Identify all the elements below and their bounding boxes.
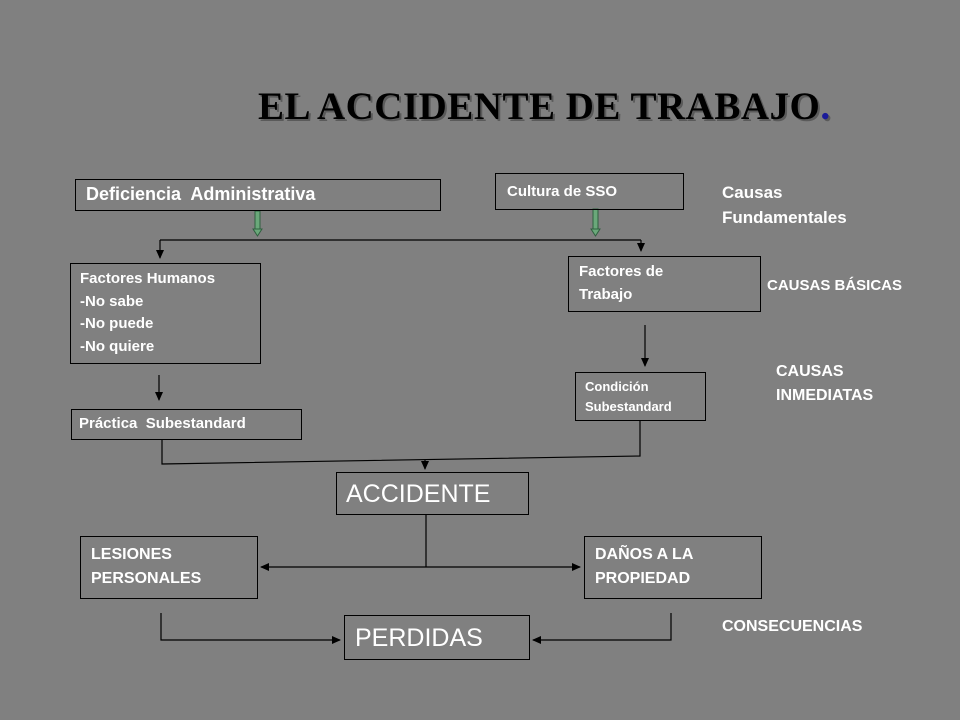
green-arrow-left: [252, 210, 263, 237]
box-deficiencia-label: Deficiencia Administrativa: [86, 184, 316, 204]
factors-branch-connector: [156, 239, 645, 259]
box-practica-subestandard: Práctica Subestandard: [71, 409, 302, 440]
box-deficiencia-administrativa: Deficiencia Administrativa: [75, 179, 441, 211]
label-causas-basicas: CAUSAS BÁSICAS: [767, 277, 903, 294]
box-accidente: ACCIDENTE: [336, 472, 529, 515]
box-factores-trabajo: Factores de Trabajo: [568, 256, 761, 312]
box-condicion-subestandard: Condición Subestandard: [575, 372, 706, 421]
box-danos-propiedad: DAÑOS A LA PROPIEDAD: [584, 536, 762, 599]
label-consecuencias: CONSECUENCIAS: [722, 618, 863, 635]
converge-to-accidente-connector: [161, 421, 641, 470]
green-arrow-right: [590, 208, 601, 237]
page-title: EL ACCIDENTE DE TRABAJO.: [258, 85, 831, 128]
box-practica-label: Práctica Subestandard: [79, 415, 246, 432]
box-perdidas-label: PERDIDAS: [355, 624, 483, 652]
box-cultura-sso: Cultura de SSO: [495, 173, 684, 210]
box-accidente-label: ACCIDENTE: [346, 480, 491, 508]
accidente-split-connector: [260, 514, 581, 571]
title-dot: .: [820, 85, 831, 128]
box-cultura-label: Cultura de SSO: [507, 183, 618, 200]
label-causas-inmediatas: CAUSAS INMEDIATAS: [776, 363, 874, 404]
box-lesiones-personales: LESIONES PERSONALES: [80, 536, 258, 599]
box-factores-humanos: Factores Humanos -No sabe -No puede -No …: [70, 263, 261, 364]
to-perdidas-connector: [160, 613, 672, 644]
box-perdidas: PERDIDAS: [344, 615, 530, 660]
label-causas-fundamentales: Causas Fundamentales: [722, 183, 847, 227]
